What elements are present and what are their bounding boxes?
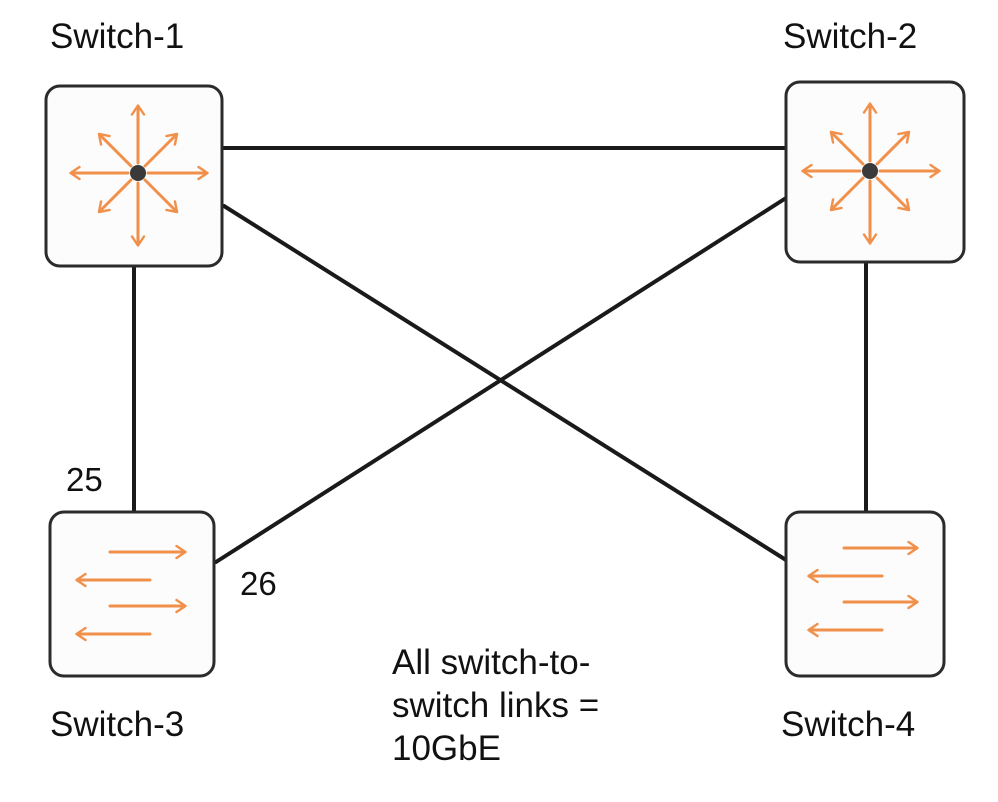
switch-4-node (784, 510, 946, 678)
switch-1-node (44, 84, 224, 268)
hub-dot-icon (130, 165, 146, 181)
core-switch-icon (801, 102, 941, 245)
note-line-2: switch links = (392, 686, 600, 725)
core-switch-icon (69, 104, 209, 247)
switch-4-label: Switch-4 (781, 705, 916, 744)
note-line-3: 10GbE (392, 729, 501, 768)
switch-3-label: Switch-3 (50, 705, 185, 744)
port-26-label: 26 (240, 565, 277, 602)
hub-dot-icon (862, 163, 878, 179)
link-switch1-switch4 (222, 204, 788, 562)
access-switch-icon (75, 544, 187, 642)
note-line-1: All switch-to- (392, 643, 591, 682)
link-switch2-switch3 (214, 196, 788, 564)
switch-1-label: Switch-1 (50, 17, 185, 56)
switch-2-label: Switch-2 (783, 17, 918, 56)
access-switch-icon (807, 540, 919, 638)
port-25-label: 25 (66, 461, 103, 498)
switch-3-node (48, 510, 216, 678)
switch-2-node (784, 80, 966, 264)
